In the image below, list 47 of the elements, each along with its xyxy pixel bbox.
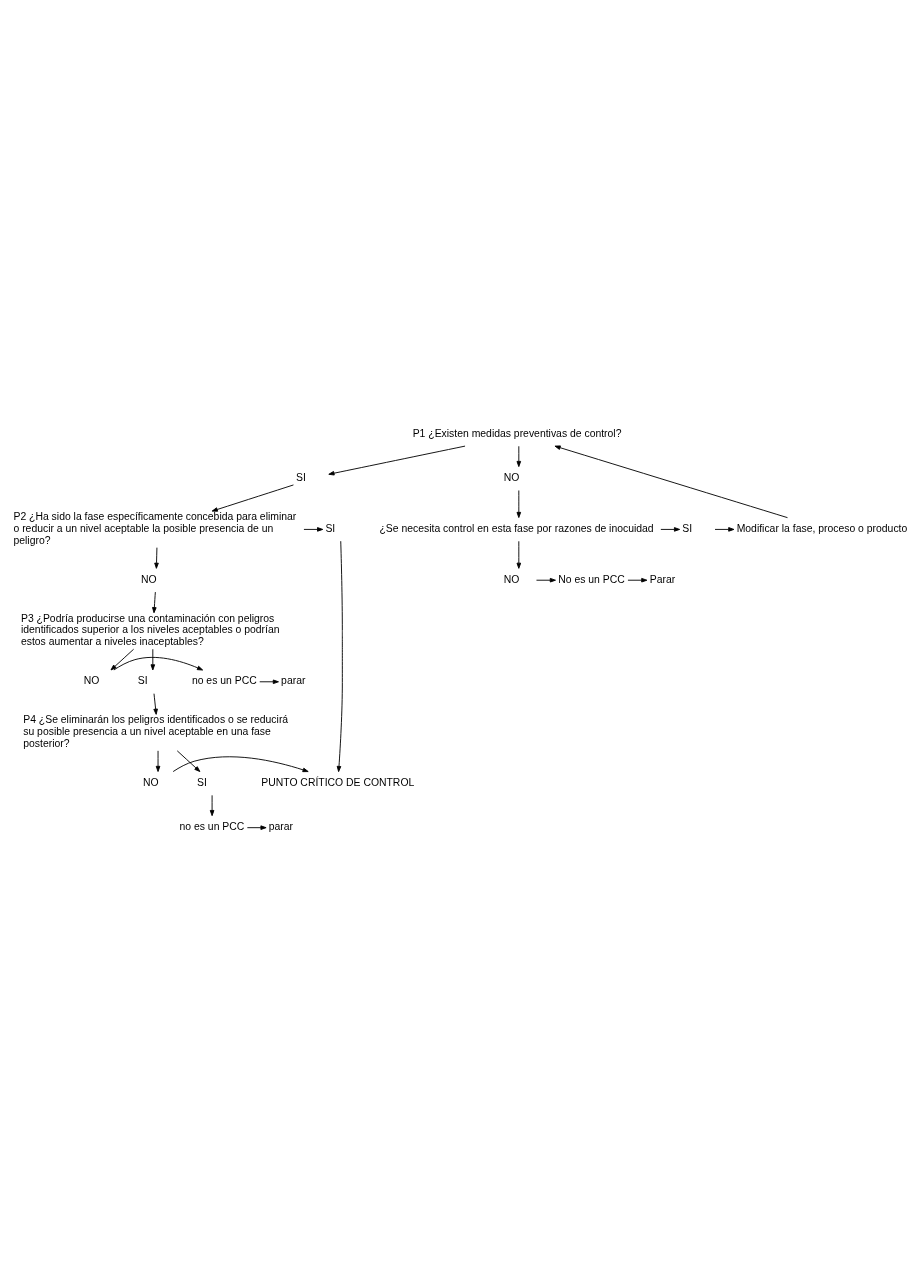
node-text: SI	[682, 522, 693, 534]
node-text: SI	[296, 471, 306, 483]
arrow	[516, 540, 522, 569]
node-text: NO	[83, 674, 100, 686]
arrow	[336, 540, 343, 772]
arrow	[516, 489, 522, 518]
arrow	[714, 526, 735, 532]
arrow	[211, 484, 294, 512]
arrow	[176, 749, 201, 772]
node-text: P2 ¿Ha sido la fase específicamente concebida para eliminar o reducir a un nivel aceptable la posible presencia de un peligro?	[13, 510, 297, 546]
arrow	[554, 444, 788, 518]
node-text: NO	[143, 776, 159, 788]
arrow	[328, 445, 466, 475]
node-text: PUNTO CRÍTICO DE CONTROL	[261, 776, 415, 788]
node-text: SI	[137, 674, 148, 686]
node-text: NO	[141, 573, 157, 585]
node-text: NO	[503, 471, 520, 483]
node-text: parar	[268, 820, 294, 832]
arrow	[150, 648, 156, 670]
arrow	[259, 679, 279, 684]
node-text: no es un PCC	[191, 674, 257, 686]
arrow	[246, 824, 267, 830]
arrow	[153, 692, 158, 715]
node-text: parar	[281, 674, 306, 686]
node-text: P3 ¿Podría producirse una contaminación con peligros identificados superior a los niveles aceptables o podrían estos aumentar a niveles inaceptables?	[20, 612, 280, 647]
node-text: P1 ¿Existen medidas preventivas de control?	[412, 427, 622, 439]
node-text: SI	[197, 776, 207, 788]
arrow	[660, 526, 681, 532]
node-text: SI	[325, 522, 336, 534]
arrow	[155, 749, 161, 772]
arrow	[152, 591, 157, 613]
node-text: ¿Se necesita control en esta fase por razones de inocuidad	[379, 522, 654, 534]
arrow	[627, 577, 648, 582]
node-text: Parar	[649, 573, 676, 585]
arrow	[154, 546, 159, 569]
arrow	[172, 755, 309, 772]
arrow	[209, 794, 215, 816]
node-text: NO	[503, 573, 520, 585]
node-text: no es un PCC	[179, 820, 245, 832]
arrow	[516, 445, 522, 467]
arrow	[536, 577, 556, 582]
arrow	[303, 526, 324, 532]
arrow	[110, 648, 135, 670]
arrow	[113, 656, 204, 670]
node-text: P4 ¿Se eliminarán los peligros identificados o se reducirá su posible presencia a un nivel aceptable en una fase posterior?	[23, 713, 289, 749]
node-text: Modificar la fase, proceso o producto	[736, 522, 908, 534]
node-text: No es un PCC	[558, 573, 625, 585]
